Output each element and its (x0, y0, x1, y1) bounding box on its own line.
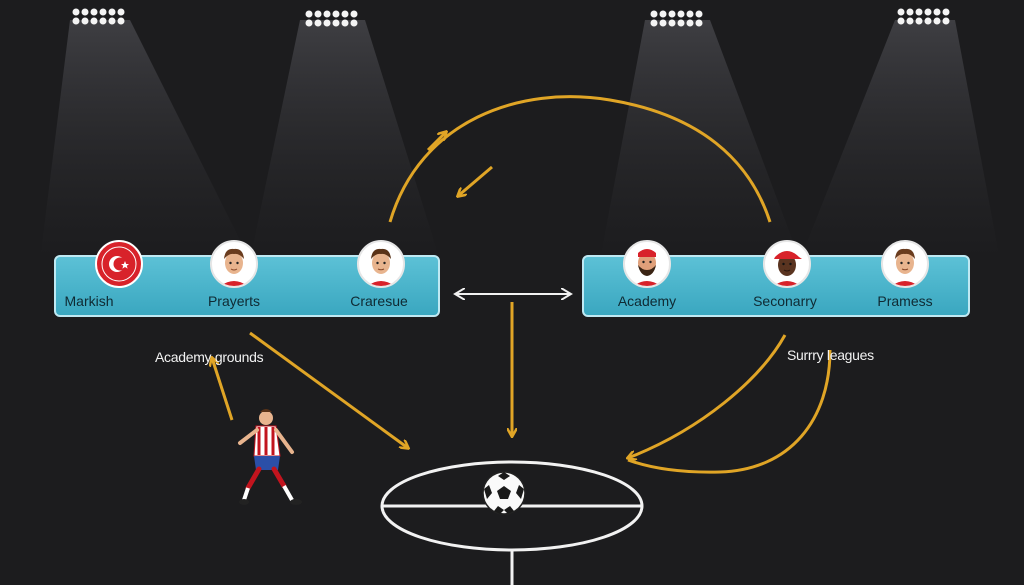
running-player-icon (238, 409, 302, 505)
floodlight-icon (650, 10, 703, 27)
player-avatar-icon (881, 240, 929, 288)
right-loop-arrow (627, 349, 832, 474)
floodlight-icon (897, 8, 950, 25)
academy-grounds-label: Academy grounds (155, 349, 264, 365)
stadium-light-beams (40, 20, 1000, 260)
right-to-pitch-arrow (628, 334, 787, 458)
player-avatar-icon (210, 240, 258, 288)
floodlight-icon (72, 8, 125, 25)
floodlight-icon (305, 10, 358, 27)
panel-label-craresue: Craresue (350, 293, 408, 309)
panel-label-academy: Academy (617, 293, 677, 309)
player-up-arrow (212, 358, 234, 421)
left-pathway-panel: Markish Prayerts Craresue (54, 240, 440, 317)
left-to-pitch-arrow (249, 331, 408, 448)
panel-label-pramess: Pramess (877, 293, 933, 309)
club-crest-icon (95, 240, 143, 288)
football-icon (482, 471, 526, 515)
player-avatar-icon (357, 240, 405, 288)
bearded-player-avatar-icon (623, 240, 671, 288)
right-pathway-panel: Academy Seconarry Pramess (582, 240, 970, 317)
cycle-arrow-top (388, 95, 772, 223)
surrey-leagues-label: Surrry leagues (787, 347, 874, 363)
panel-label-prayerts: Prayerts (207, 293, 261, 309)
inner-return-arrow (458, 165, 493, 196)
cycle-arrow-head-top (426, 132, 446, 152)
capped-player-avatar-icon (763, 240, 811, 288)
panel-label-seconarry: Seconarry (753, 293, 817, 309)
panel-label-markish: Markish (64, 293, 114, 309)
